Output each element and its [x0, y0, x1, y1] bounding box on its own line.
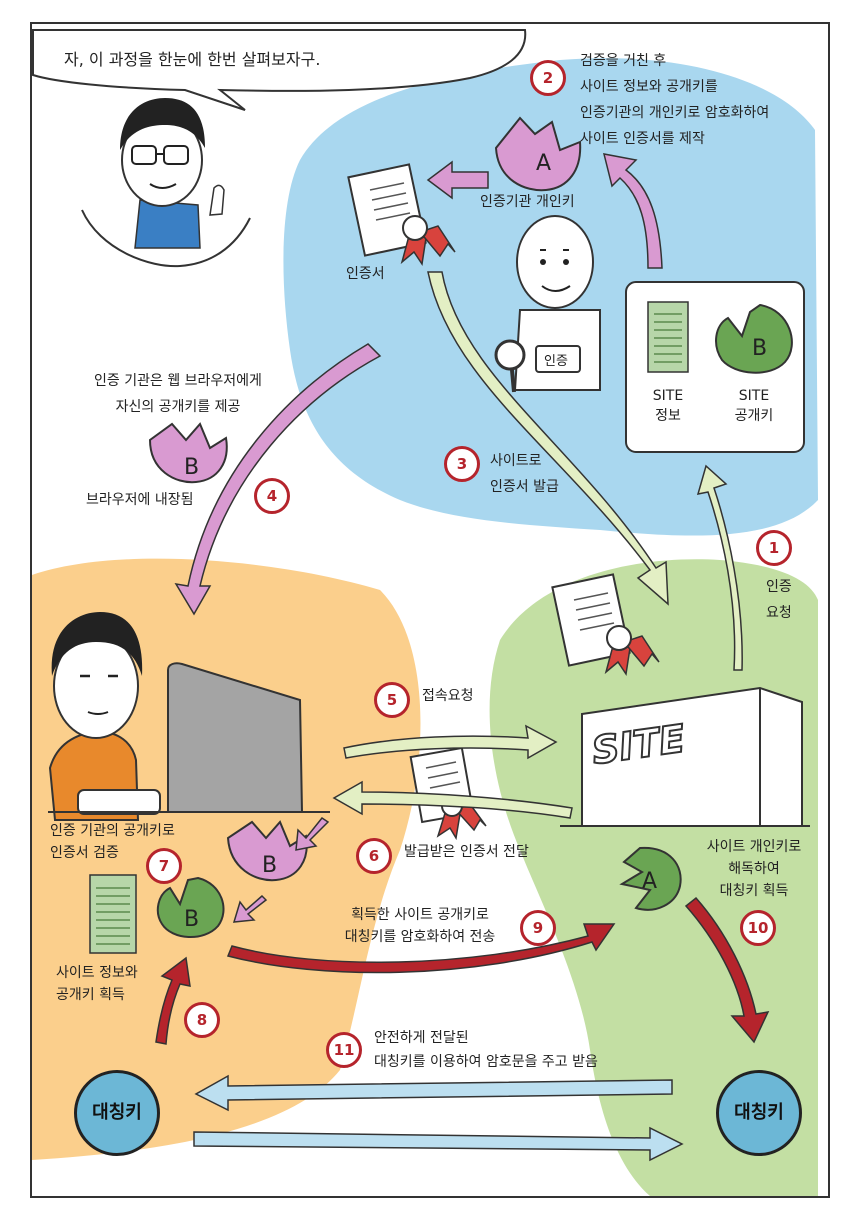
acquired-key-letter: B — [184, 907, 199, 932]
arrow-step8-acquire — [155, 956, 191, 1045]
arrow-step1-site-to-ca — [696, 464, 743, 671]
arrow-step5-request — [343, 724, 558, 760]
monitor-shape — [167, 662, 304, 813]
ca-private-key-a-icon — [494, 116, 582, 192]
step-1-badge: 1 — [756, 530, 792, 566]
step-5-text: 접속요청 — [422, 688, 474, 704]
certificate-top-icon — [347, 163, 456, 267]
arrow-step3-cert-to-site — [427, 271, 669, 606]
certificate-site-icon — [551, 573, 660, 677]
site-info-doc-lines — [654, 313, 682, 363]
step-10-badge: 10 — [740, 910, 776, 946]
browser-key-letter: B — [184, 455, 199, 480]
step-9-badge: 9 — [520, 910, 556, 946]
arrow-step6-cert-back — [332, 780, 573, 819]
arrow-step11-left — [194, 1074, 673, 1112]
step-6-text: 발급받은 인증서 전달 — [404, 844, 529, 860]
site-private-key-letter: A — [642, 869, 657, 894]
arrow-verify-1 — [295, 816, 330, 851]
arrow-info-to-ca — [602, 153, 663, 269]
speech-bubble-text: 자, 이 과정을 한눈에 한번 살펴보자구. — [64, 50, 321, 69]
user-symmetric-key: 대칭키 — [74, 1070, 160, 1156]
verify-key-letter: B — [262, 853, 277, 878]
certificate-label: 인증서 — [346, 266, 385, 282]
acquired-site-key-b-icon — [156, 876, 225, 939]
site-symmetric-key: 대칭키 — [716, 1070, 802, 1156]
step-4-note: 브라우저에 내장됨 — [86, 492, 194, 508]
step-7-badge: 7 — [146, 848, 182, 884]
step-2-badge: 2 — [530, 60, 566, 96]
browser-key-b-icon — [148, 422, 228, 484]
step-4-badge: 4 — [254, 478, 290, 514]
site-key-letter: B — [752, 336, 767, 361]
arrow-ca-to-cert — [426, 160, 489, 200]
step-11-badge: 11 — [326, 1032, 362, 1068]
site-private-key-a-icon — [619, 846, 682, 911]
arrow-step11-right — [193, 1126, 684, 1162]
ca-private-key-label: 인증기관 개인키 — [480, 194, 575, 210]
ca-key-letter: A — [536, 151, 551, 176]
step-6-badge: 6 — [356, 838, 392, 874]
step-5-badge: 5 — [374, 682, 410, 718]
stamp-text: 인증 — [544, 354, 568, 369]
step-8-badge: 8 — [184, 1002, 220, 1038]
arrow-step10-decrypt — [684, 896, 770, 1044]
site-public-key-b-icon — [715, 303, 793, 374]
panel-frame — [30, 22, 830, 1198]
step-3-badge: 3 — [444, 446, 480, 482]
arrow-step9-send — [226, 923, 616, 974]
user-at-computer — [48, 612, 330, 821]
arrow-step4-to-browser — [174, 343, 382, 616]
arrow-verify-2 — [232, 894, 268, 923]
speech-bubble-shape — [32, 29, 527, 111]
site-building — [560, 686, 810, 827]
presenter-portrait — [81, 98, 251, 268]
ca-person — [494, 215, 601, 393]
